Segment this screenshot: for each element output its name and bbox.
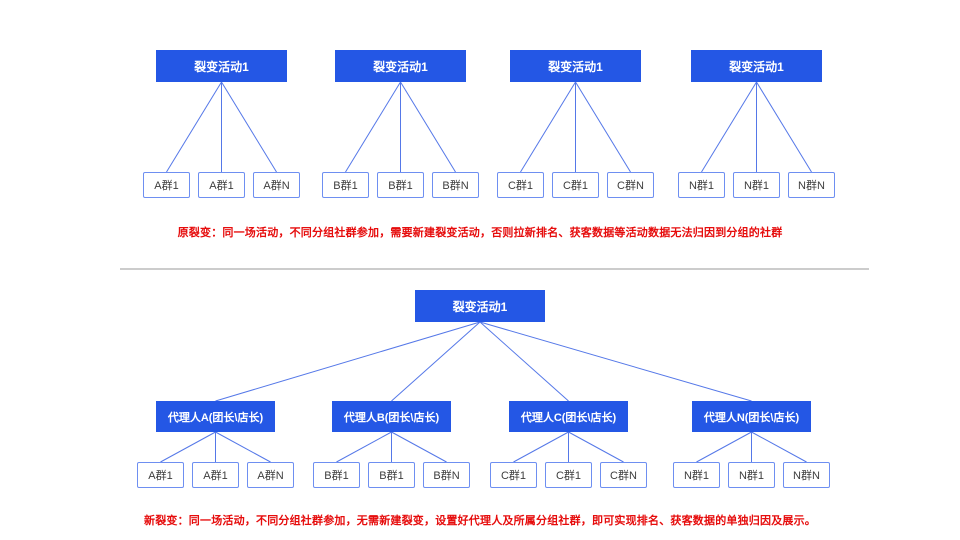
community-group-node: A群1 [198, 172, 245, 198]
connector-line [696, 431, 752, 463]
community-group-node: N群1 [728, 462, 775, 488]
community-group-node: B群N [432, 172, 479, 198]
community-group-node: C群1 [497, 172, 544, 198]
connector-line [336, 431, 392, 463]
community-group-node: B群1 [377, 172, 424, 198]
community-group-node: A群N [247, 462, 294, 488]
community-group-node: C群N [600, 462, 647, 488]
community-group-node: B群1 [322, 172, 369, 198]
new-fission-caption: 新裂变：同一场活动，不同分组社群参加，无需新建裂变，设置好代理人及所属分组社群，… [144, 515, 816, 527]
community-group-node: B群1 [313, 462, 360, 488]
community-group-node: N群N [783, 462, 830, 488]
connector-line [520, 81, 576, 173]
community-group-node: A群1 [143, 172, 190, 198]
fission-activity-node: 裂变活动1 [156, 50, 287, 82]
connector-line [391, 431, 447, 463]
fission-activity-node: 裂变活动1 [691, 50, 822, 82]
community-group-node: B群N [423, 462, 470, 488]
community-group-node: N群N [788, 172, 835, 198]
section-divider [120, 268, 869, 270]
fission-activity-node: 裂变活动1 [335, 50, 466, 82]
community-group-node: A群1 [137, 462, 184, 488]
fission-activity-node: 裂变活动1 [510, 50, 641, 82]
connector-line [391, 321, 481, 402]
agent-node: 代理人B(团长\店长) [332, 401, 451, 432]
agent-node: 代理人C(团长\店长) [509, 401, 628, 432]
fission-activity-node: 裂变活动1 [415, 290, 545, 322]
community-group-node: N群1 [678, 172, 725, 198]
connector-line [751, 431, 807, 463]
connector-line [568, 431, 624, 463]
connector-line [166, 81, 222, 173]
connector-line [221, 81, 277, 173]
community-group-node: C群1 [545, 462, 592, 488]
agent-node: 代理人N(团长\店长) [692, 401, 811, 432]
connector-line [160, 431, 216, 463]
connector-line [345, 81, 401, 173]
connector-line [575, 81, 631, 173]
connector-line [513, 431, 569, 463]
community-group-node: A群N [253, 172, 300, 198]
connector-line [400, 81, 456, 173]
connector-line [756, 81, 812, 173]
connector-line [701, 81, 757, 173]
connector-line [479, 321, 569, 402]
community-group-node: C群N [607, 172, 654, 198]
connector-line [479, 321, 752, 402]
community-group-node: C群1 [552, 172, 599, 198]
connector-line [215, 321, 481, 402]
community-group-node: B群1 [368, 462, 415, 488]
community-group-node: N群1 [673, 462, 720, 488]
community-group-node: N群1 [733, 172, 780, 198]
agent-node: 代理人A(团长\店长) [156, 401, 275, 432]
community-group-node: C群1 [490, 462, 537, 488]
community-group-node: A群1 [192, 462, 239, 488]
original-fission-caption: 原裂变：同一场活动，不同分组社群参加，需要新建裂变活动，否则拉新排名、获客数据等… [177, 227, 783, 239]
connector-line [215, 431, 271, 463]
